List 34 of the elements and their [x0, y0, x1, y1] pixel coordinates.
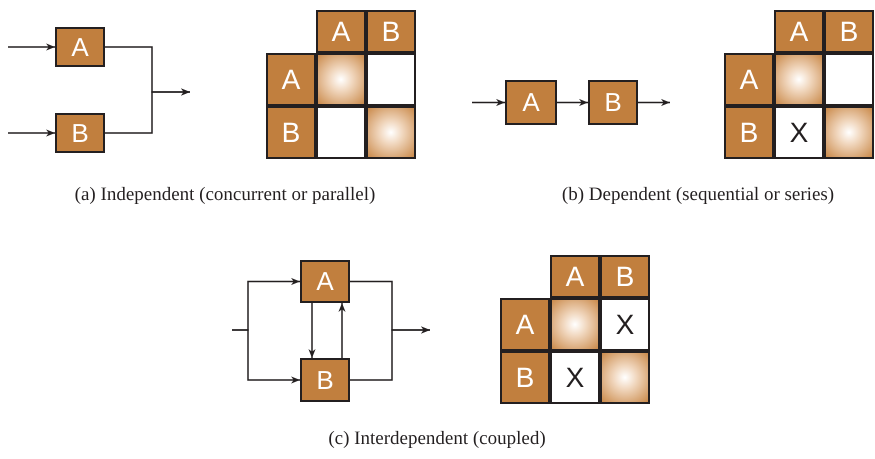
column-header: B [824, 10, 874, 53]
figure-caption: (b) Dependent (sequential or series) [562, 184, 834, 206]
row-header: A [724, 53, 774, 106]
arrow [472, 98, 505, 106]
arrow [308, 303, 316, 358]
figure-caption: (a) Independent (concurrent or parallel) [74, 184, 376, 206]
dependency-mark: X [600, 298, 650, 351]
arrow [638, 98, 670, 106]
column-header: B [600, 255, 650, 298]
arrow [8, 43, 55, 51]
row-header: A [500, 298, 550, 351]
arrow [350, 326, 430, 381]
process-box: B [300, 358, 350, 402]
process-box: A [300, 260, 350, 303]
column-header: A [550, 255, 600, 298]
process-box: A [55, 27, 105, 67]
arrow [105, 88, 190, 134]
arrow [8, 129, 55, 137]
process-box: B [588, 80, 638, 125]
dependency-mark: X [550, 351, 600, 404]
dependency-mark: X [774, 106, 824, 159]
process-box: B [55, 113, 105, 153]
arrow [232, 329, 300, 384]
figure-caption: (c) Interdependent (coupled) [328, 428, 546, 450]
column-header: A [774, 10, 824, 53]
column-header: B [366, 10, 416, 53]
arrow [338, 303, 346, 358]
process-box: A [505, 80, 557, 125]
arrow [557, 98, 588, 106]
column-header: A [316, 10, 366, 53]
row-header: B [724, 106, 774, 159]
row-header: A [266, 53, 316, 106]
row-header: B [500, 351, 550, 404]
row-header: B [266, 106, 316, 159]
